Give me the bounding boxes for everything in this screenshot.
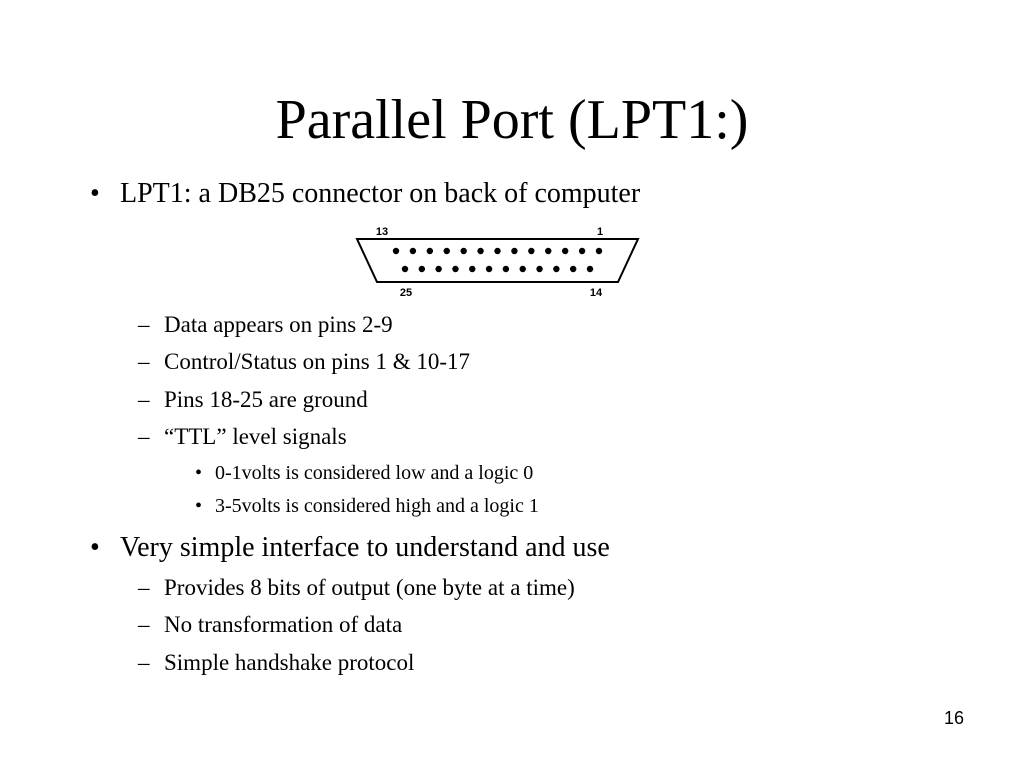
pin-dot bbox=[452, 265, 459, 273]
sub-bullet-item: – Data appears on pins 2-9 bbox=[138, 311, 393, 339]
pin-dot bbox=[469, 265, 476, 273]
pin-dot bbox=[528, 247, 535, 255]
top-pin-row bbox=[392, 247, 603, 255]
pin-dot bbox=[418, 265, 426, 273]
sub-bullet-text: Provides 8 bits of output (one byte at a… bbox=[164, 575, 575, 600]
bullet-item: • Very simple interface to understand an… bbox=[90, 532, 610, 564]
sub-sub-bullet-item: • 0-1volts is considered low and a logic… bbox=[195, 461, 534, 485]
sub-bullet-marker: – bbox=[138, 424, 150, 449]
bottom-pin-row bbox=[401, 265, 594, 273]
pin-label-25: 25 bbox=[400, 287, 412, 299]
sub-bullet-marker: – bbox=[138, 612, 150, 637]
db25-connector-diagram: 13 1 25 14 bbox=[355, 226, 640, 299]
sub-bullet-text: “TTL” level signals bbox=[164, 424, 347, 449]
pin-label-14: 14 bbox=[590, 287, 603, 299]
pin-label-13: 13 bbox=[376, 226, 388, 238]
bullet-marker: • bbox=[90, 178, 100, 209]
sub-bullet-item: – Pins 18-25 are ground bbox=[138, 386, 368, 414]
pin-dot bbox=[494, 247, 501, 255]
pin-dot bbox=[435, 265, 442, 273]
sub-bullet-text: Pins 18-25 are ground bbox=[164, 387, 368, 412]
pin-dot bbox=[477, 247, 484, 255]
pin-dot bbox=[401, 265, 409, 273]
sub-bullet-text: Data appears on pins 2-9 bbox=[164, 312, 393, 337]
pin-dot bbox=[561, 247, 569, 255]
sub-bullet-marker: – bbox=[138, 575, 150, 600]
sub-bullet-item: – “TTL” level signals bbox=[138, 423, 347, 451]
pin-dot bbox=[485, 265, 493, 273]
sub-sub-bullet-marker: • bbox=[195, 462, 203, 484]
connector-outline bbox=[355, 238, 640, 283]
pin-dot bbox=[578, 247, 586, 255]
pin-dot bbox=[409, 247, 417, 255]
sub-bullet-marker: – bbox=[138, 349, 150, 374]
sub-bullet-item: – No transformation of data bbox=[138, 611, 403, 639]
sub-bullet-marker: – bbox=[138, 312, 150, 337]
sub-bullet-item: – Control/Status on pins 1 & 10-17 bbox=[138, 348, 471, 376]
sub-bullet-text: Control/Status on pins 1 & 10-17 bbox=[164, 349, 471, 374]
sub-sub-bullet-item: • 3-5volts is considered high and a logi… bbox=[195, 494, 539, 518]
pin-dot bbox=[426, 247, 434, 255]
sub-bullet-item: – Simple handshake protocol bbox=[138, 649, 415, 677]
pin-dot bbox=[553, 265, 560, 273]
bullet-item: • LPT1: a DB25 connector on back of comp… bbox=[90, 178, 641, 210]
pin-dot bbox=[569, 265, 577, 273]
pin-dot bbox=[536, 265, 543, 273]
sub-sub-bullet-text: 3-5volts is considered high and a logic … bbox=[215, 495, 539, 517]
pin-label-1: 1 bbox=[597, 226, 603, 238]
sub-bullet-marker: – bbox=[138, 387, 150, 412]
pin-dot bbox=[586, 265, 594, 273]
pin-dot bbox=[595, 247, 603, 255]
slide-title: Parallel Port (LPT1:) bbox=[275, 89, 749, 151]
bullet-text: LPT1: a DB25 connector on back of comput… bbox=[120, 178, 641, 209]
pin-dot bbox=[392, 247, 400, 255]
pin-dot bbox=[511, 247, 518, 255]
bullet-text: Very simple interface to understand and … bbox=[120, 532, 610, 563]
sub-sub-bullet-marker: • bbox=[195, 495, 203, 517]
pin-dot bbox=[460, 247, 467, 255]
pin-dot bbox=[502, 265, 510, 273]
pin-dot bbox=[545, 247, 552, 255]
page-number: 16 bbox=[943, 708, 964, 728]
sub-sub-bullet-text: 0-1volts is considered low and a logic 0 bbox=[215, 462, 534, 484]
sub-bullet-marker: – bbox=[138, 650, 150, 675]
pin-dot bbox=[519, 265, 526, 273]
sub-bullet-text: Simple handshake protocol bbox=[164, 650, 415, 675]
bullet-marker: • bbox=[90, 532, 100, 563]
pin-dot bbox=[443, 247, 450, 255]
sub-bullet-item: – Provides 8 bits of output (one byte at… bbox=[138, 574, 575, 602]
sub-bullet-text: No transformation of data bbox=[164, 612, 403, 637]
